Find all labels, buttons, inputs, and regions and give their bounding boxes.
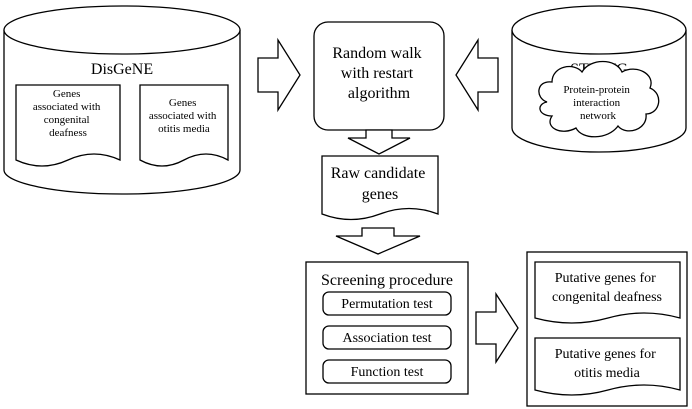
permutation-test-label: Permutation test: [341, 297, 432, 312]
screening-title: Screening procedure: [321, 272, 453, 289]
doc-otitis-media: [139, 84, 229, 167]
doc-congenital-deafness: [15, 84, 121, 167]
raw-candidate-text: Raw candidate genes: [331, 165, 430, 203]
putative-deafness-doc: [534, 261, 681, 324]
disgene-title: DisGeNE: [91, 61, 153, 78]
string-database: STRING Protein-protein interaction netwo…: [511, 5, 687, 153]
arrow-rwr-to-raw: [347, 129, 411, 155]
ppi-network-cloud: [538, 60, 660, 138]
raw-candidate-genes: Raw candidate genes: [321, 155, 439, 221]
disgene-cylinder-top: [3, 5, 241, 55]
permutation-test-box: [322, 291, 452, 316]
doc-otitis-media-text: Genes associated with otitis media: [149, 97, 219, 135]
putative-genes: Putative genes for congenital deafness P…: [526, 251, 688, 407]
function-test-box: [322, 359, 452, 384]
ppi-network-text: Protein-protein interaction network: [563, 84, 632, 122]
association-test-label: Association test: [342, 331, 431, 346]
screening-procedure: Screening procedure Permutation test Ass…: [305, 261, 469, 395]
arrow-string-to-rwr: [455, 37, 499, 113]
raw-candidate-doc: [321, 155, 439, 221]
disgene-database: DisGeNE Genes associated with congenital…: [3, 5, 241, 195]
putative-otitis-text: Putative genes for otitis media: [555, 347, 660, 381]
putative-deafness-text: Putative genes for congenital deafness: [552, 271, 662, 305]
arrow-disgene-to-rwr: [257, 37, 301, 113]
rwr-box: Random walk with restart algorithm: [313, 21, 445, 131]
putative-otitis-doc: [534, 337, 681, 396]
function-test-label: Function test: [351, 365, 424, 380]
arrow-screening-to-putative: [475, 291, 519, 365]
doc-congenital-deafness-text: Genes associated with congenital deafnes…: [33, 88, 103, 139]
rwr-text: Random walk with restart algorithm: [332, 45, 425, 102]
arrow-raw-to-screening: [335, 227, 421, 255]
association-test-box: [322, 325, 452, 350]
string-cylinder-top: [511, 5, 687, 55]
